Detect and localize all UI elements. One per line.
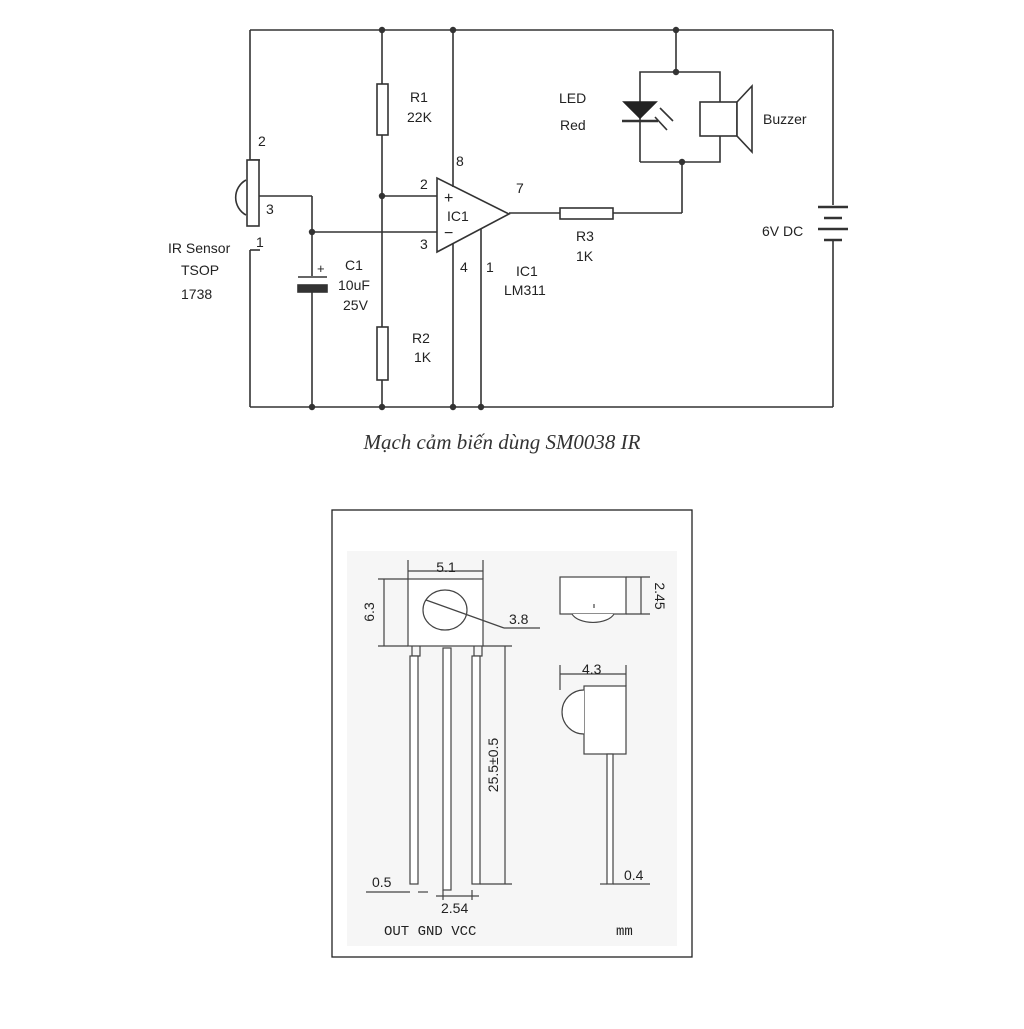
ic1-pin3-label: 3 xyxy=(420,236,428,252)
lens-diameter-label: 3.8 xyxy=(509,611,529,627)
c1-plus-sign: + xyxy=(317,261,325,276)
r3-body xyxy=(559,207,614,220)
sensor-pin1-label: 1 xyxy=(256,234,264,250)
ic1-comparator-symbol xyxy=(436,176,511,254)
led-triangle xyxy=(622,101,658,120)
led-ray-2 xyxy=(654,116,668,131)
pin-names-label: OUT GND VCC xyxy=(384,924,476,940)
lens-circle xyxy=(422,589,468,631)
c1-ref: C1 xyxy=(345,257,363,273)
c1-plate-bottom xyxy=(297,284,328,293)
r2-ref: R2 xyxy=(412,330,430,346)
buzzer-horn xyxy=(736,83,753,155)
buzzer-body xyxy=(699,101,738,137)
lead-width-label: 0.5 xyxy=(372,874,392,890)
side-height-label: 2.45 xyxy=(652,582,668,609)
lead-vcc xyxy=(471,655,481,885)
junction-dots xyxy=(308,26,686,411)
buzzer-label: Buzzer xyxy=(763,111,807,127)
r1-value: 22K xyxy=(407,109,433,125)
ic1-pin4-label: 4 xyxy=(460,259,468,275)
ic1-minus-sign: − xyxy=(444,225,453,242)
ic1-ref: IC1 xyxy=(516,263,538,279)
r1-body xyxy=(376,83,389,136)
side-view-body xyxy=(583,685,627,755)
led-ray-1 xyxy=(659,107,674,122)
lead-thickness-label: 0.4 xyxy=(624,867,644,883)
side-view-lens xyxy=(561,689,585,735)
lens-leader-line xyxy=(425,599,505,629)
top-view-body xyxy=(559,576,627,615)
sensor-code: 1738 xyxy=(181,286,212,302)
lead-length-label: 25.5±0.5 xyxy=(485,738,501,793)
c1-voltage: 25V xyxy=(343,297,369,313)
side-width-label: 4.3 xyxy=(582,661,602,677)
pitch-label: 2.54 xyxy=(441,900,468,916)
battery-label: 6V DC xyxy=(762,223,803,239)
r3-ref: R3 xyxy=(576,228,594,244)
lead-out xyxy=(409,655,419,885)
circuit-diagram xyxy=(234,26,848,411)
lead-gnd xyxy=(442,647,452,891)
package-front-view xyxy=(366,560,540,900)
ic1-pin7-label: 7 xyxy=(516,180,524,196)
circuit-labels: 2 3 1 IR Sensor TSOP 1738 C1 10uF 25V + … xyxy=(168,89,807,365)
led-label-1: LED xyxy=(559,90,586,106)
side-view-lead xyxy=(606,753,614,885)
sensor-pin3-label: 3 xyxy=(266,201,274,217)
ic1-pin1-label: 1 xyxy=(486,259,494,275)
sensor-name: IR Sensor xyxy=(168,240,231,256)
r2-body xyxy=(376,326,389,381)
r3-value: 1K xyxy=(576,248,594,264)
package-side-views xyxy=(559,576,650,885)
sensor-pin2-label: 2 xyxy=(258,133,266,149)
ic1-body-label: IC1 xyxy=(447,208,469,224)
ic1-plus-sign: + xyxy=(444,190,453,207)
width-label: 5.1 xyxy=(436,559,456,575)
package-labels: 5.1 6.3 3.8 25.5±0.5 0.5 2.54 OUT GND VC… xyxy=(361,559,668,940)
top-view-lens xyxy=(571,613,615,623)
r2-value: 1K xyxy=(414,349,432,365)
height-label: 6.3 xyxy=(361,602,377,622)
led-label-2: Red xyxy=(560,117,586,133)
units-label: mm xyxy=(616,924,633,940)
c1-value: 10uF xyxy=(338,277,370,293)
ir-sensor-body xyxy=(246,159,260,227)
ic1-pin2-label: 2 xyxy=(420,176,428,192)
figure-caption: Mạch cảm biến dùng SM0038 IR xyxy=(362,430,640,454)
ir-sensor-dome xyxy=(234,179,247,216)
ic1-pin8-label: 8 xyxy=(456,153,464,169)
r1-ref: R1 xyxy=(410,89,428,105)
ic1-part: LM311 xyxy=(504,282,546,298)
sensor-type: TSOP xyxy=(181,262,219,278)
